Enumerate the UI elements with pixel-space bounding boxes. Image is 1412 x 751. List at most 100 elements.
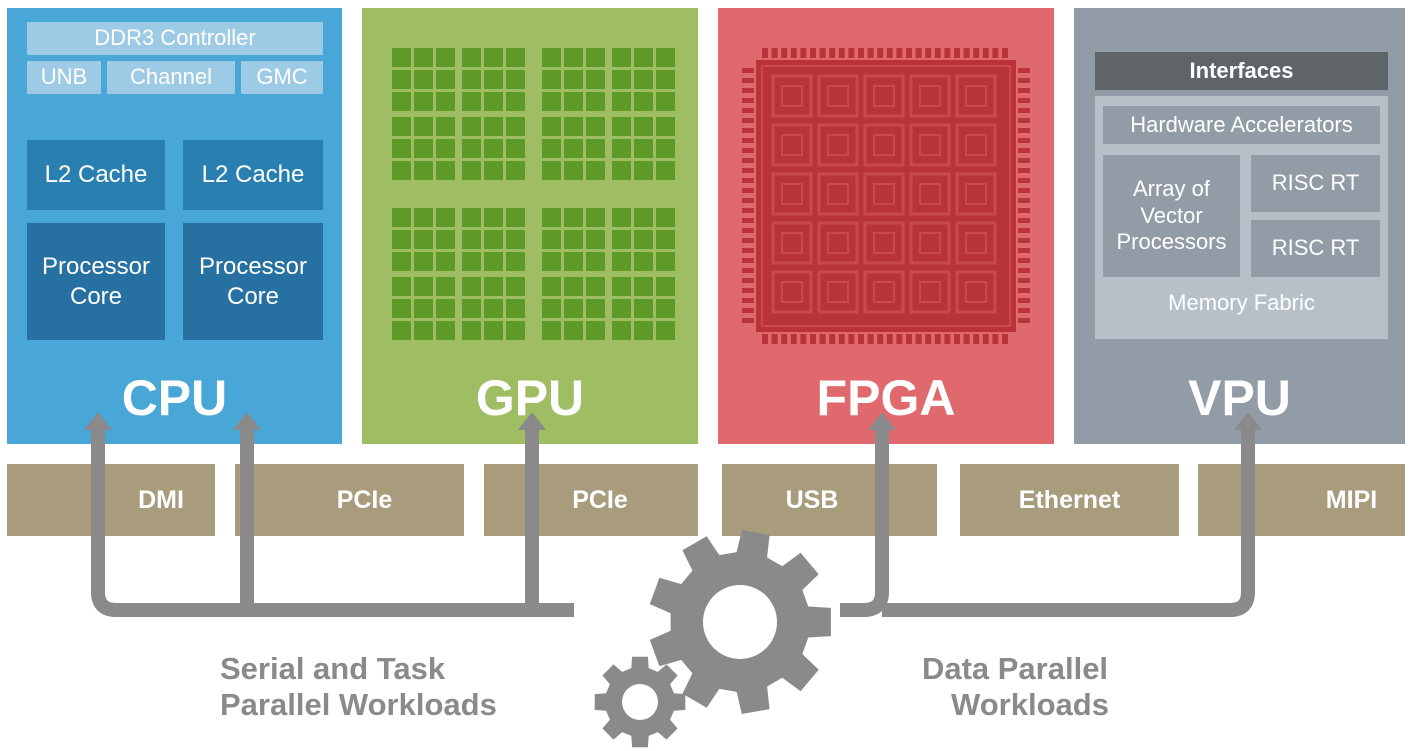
fpga-pin-right <box>1018 78 1030 83</box>
gpu-core-cell <box>634 299 653 318</box>
gpu-core-cell <box>656 117 675 136</box>
gpu-core-cell <box>392 277 411 296</box>
fpga-pin-top <box>838 48 845 58</box>
fpga-logic-cell <box>873 232 895 254</box>
gpu-core-cell <box>656 48 675 67</box>
fpga-pin-bottom <box>790 334 797 344</box>
gpu-core-cell <box>484 70 503 89</box>
fpga-logic-cell <box>965 232 987 254</box>
fpga-pin-left <box>742 248 754 253</box>
gpu-core-cell <box>462 321 481 340</box>
gpu-core-cell <box>542 117 561 136</box>
fpga-logic-cell <box>919 85 941 107</box>
gpu-core-cell <box>436 48 455 67</box>
fpga-pin-bottom <box>982 334 989 344</box>
fpga-pin-bottom <box>973 334 980 344</box>
fpga-pin-top <box>963 48 970 58</box>
hardware-accelerators-block: Hardware Accelerators <box>1103 106 1380 144</box>
gpu-core-cell <box>612 70 631 89</box>
gpu-core-cell <box>656 299 675 318</box>
risc-rt-block-2: RISC RT <box>1251 220 1380 277</box>
fpga-pin-top <box>954 48 960 58</box>
fpga-pin-left <box>742 278 754 283</box>
gpu-core-cell <box>656 321 675 340</box>
gear-icon <box>594 656 686 748</box>
fpga-logic-block <box>863 221 905 265</box>
fpga-chip-graphic <box>742 48 1030 344</box>
fpga-logic-cell <box>965 281 987 303</box>
fpga-pin-right <box>1018 228 1030 233</box>
fpga-pin-bottom <box>858 334 864 344</box>
gpu-core-cell <box>506 321 525 340</box>
gpu-core-cell <box>564 161 583 180</box>
fpga-pin-left <box>742 238 754 243</box>
gpu-core-cell <box>612 208 631 227</box>
fpga-logic-block <box>955 221 997 265</box>
gpu-core-cell <box>612 230 631 249</box>
bus-mipi-label: MIPI <box>1325 485 1378 514</box>
risc-rt-label-2: RISC RT <box>1271 235 1360 261</box>
gpu-core-cell <box>542 321 561 340</box>
gpu-core-cell <box>586 117 605 136</box>
gpu-core-cell <box>484 117 503 136</box>
fpga-logic-block <box>817 221 859 265</box>
fpga-logic-cell <box>781 232 803 254</box>
fpga-pin-top <box>973 48 980 58</box>
fpga-pin-bottom <box>877 334 884 344</box>
gpu-core-cell <box>506 48 525 67</box>
fpga-pin-right <box>1018 198 1030 203</box>
gpu-core-cell <box>564 252 583 271</box>
gpu-core-cell <box>392 48 411 67</box>
gpu-core-cell <box>542 70 561 89</box>
fpga-pin-right <box>1018 178 1030 183</box>
fpga-pin-left <box>742 68 754 73</box>
gpu-core-cell <box>634 252 653 271</box>
fpga-pin-bottom <box>800 334 807 344</box>
fpga-pin-top <box>790 48 797 58</box>
gpu-core-cell <box>564 92 583 111</box>
bus-ethernet-label: Ethernet <box>1018 485 1121 514</box>
gpu-core-cell <box>484 92 503 111</box>
gpu-core-cell <box>414 92 433 111</box>
fpga-panel: FPGA <box>718 8 1054 444</box>
fpga-pin-bottom <box>838 334 845 344</box>
fpga-pin-bottom <box>762 334 768 344</box>
risc-rt-block-1: RISC RT <box>1251 155 1380 212</box>
fpga-logic-block <box>817 74 859 118</box>
gpu-core-cell <box>564 70 583 89</box>
gpu-panel: GPU <box>362 8 698 444</box>
fpga-pin-bottom <box>896 334 903 344</box>
gpu-core-cell <box>586 92 605 111</box>
fpga-pin-left <box>742 138 754 143</box>
gpu-core-cell <box>612 277 631 296</box>
gpu-core-cell <box>586 70 605 89</box>
gpu-core-cell <box>612 117 631 136</box>
fpga-pin-right <box>1018 128 1030 133</box>
gpu-title: GPU <box>475 370 585 426</box>
fpga-pin-left <box>742 168 754 173</box>
l2-cache-left-label: L2 Cache <box>44 161 148 189</box>
gpu-core-cell <box>462 92 481 111</box>
gpu-core-cell <box>586 139 605 158</box>
unb-label: UNB <box>40 64 88 90</box>
gpu-core-cell <box>656 252 675 271</box>
gpu-core-cell <box>392 139 411 158</box>
gpu-core-cell <box>462 277 481 296</box>
fpga-pin-top <box>762 48 768 58</box>
vector-processor-array-label: Array of Vector Processors <box>1116 175 1227 255</box>
gpu-core-cell <box>612 252 631 271</box>
gpu-core-cell <box>612 48 631 67</box>
fpga-logic-block <box>909 172 951 216</box>
fpga-logic-cell <box>827 134 849 156</box>
gpu-core-cell <box>612 321 631 340</box>
gpu-core-cell <box>506 139 525 158</box>
fpga-pin-left <box>742 268 754 273</box>
gpu-core-cell <box>542 299 561 318</box>
fpga-pin-top <box>992 48 999 58</box>
fpga-pin-bottom <box>781 334 788 344</box>
gpu-core-cell <box>634 208 653 227</box>
interfaces-label: Interfaces <box>1189 57 1294 83</box>
fpga-logic-cell <box>781 183 803 205</box>
gpu-core-cell <box>436 139 455 158</box>
fpga-pin-right <box>1018 88 1030 93</box>
